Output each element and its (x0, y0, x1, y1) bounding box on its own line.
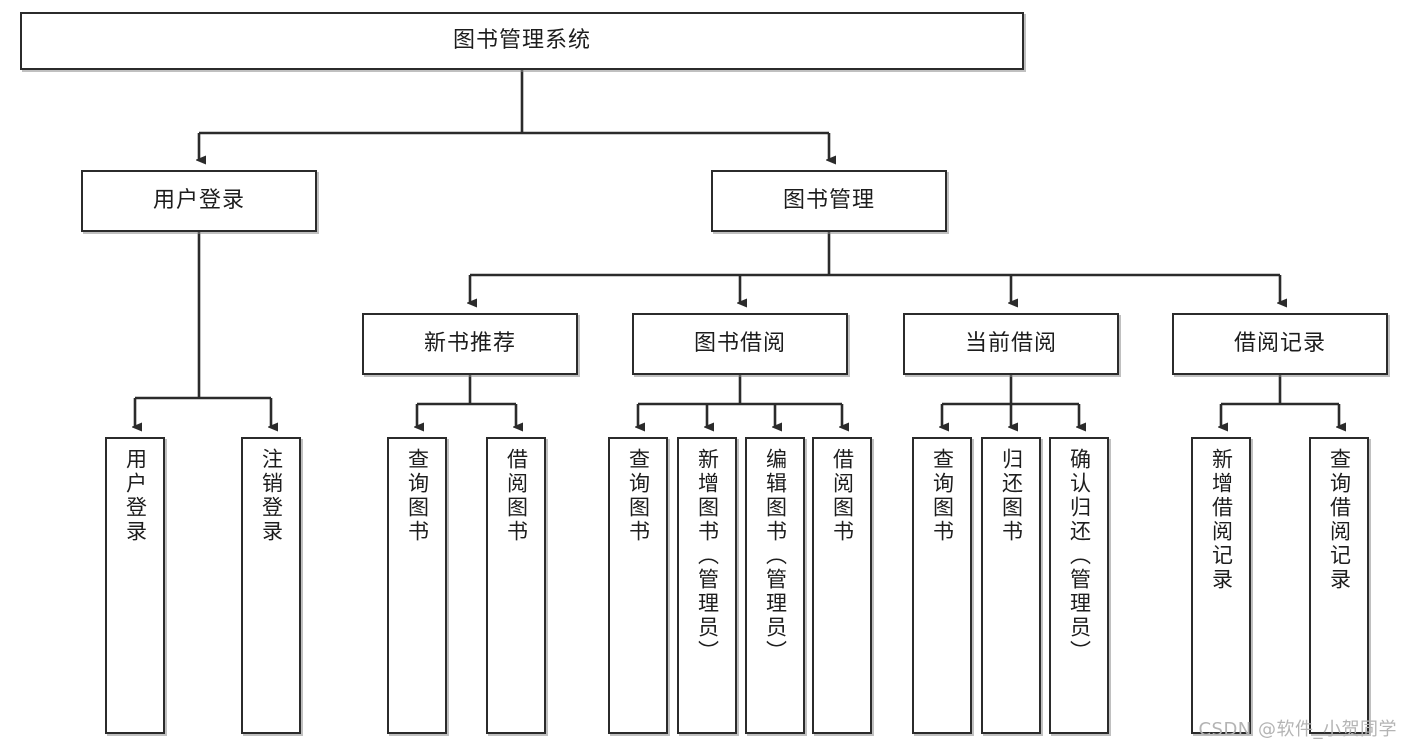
node-new-book-rec[interactable]: 新书推荐 (362, 313, 578, 375)
leaf-query-book-b-label: 查询图书 (626, 448, 651, 544)
leaf-query-record-label: 查询借阅记录 (1327, 448, 1352, 592)
node-new-book-rec-label: 新书推荐 (423, 331, 516, 357)
node-borrow-record-label: 借阅记录 (1233, 331, 1326, 357)
node-borrow-record[interactable]: 借阅记录 (1172, 313, 1388, 375)
leaf-add-book-label: 新增图书（管理员） (695, 448, 720, 664)
leaf-edit-book-label: 编辑图书（管理员） (763, 448, 788, 664)
leaf-confirm-return-label: 确认归还（管理员） (1067, 448, 1092, 664)
node-book-manage-label: 图书管理 (782, 188, 875, 214)
leaf-query-book-c[interactable]: 查询图书 (912, 437, 972, 734)
node-current-borrow[interactable]: 当前借阅 (903, 313, 1119, 375)
leaf-return-book[interactable]: 归还图书 (981, 437, 1041, 734)
node-user-login-label: 用户登录 (152, 188, 245, 214)
node-book-borrow[interactable]: 图书借阅 (632, 313, 848, 375)
leaf-edit-book[interactable]: 编辑图书（管理员） (745, 437, 805, 734)
leaf-add-record[interactable]: 新增借阅记录 (1191, 437, 1251, 734)
leaf-user-login-label: 用户登录 (123, 448, 148, 544)
node-root-label: 图书管理系统 (452, 28, 591, 54)
node-book-manage[interactable]: 图书管理 (711, 170, 947, 232)
leaf-borrow-book-a[interactable]: 借阅图书 (486, 437, 546, 734)
leaf-logout-label: 注销登录 (259, 448, 284, 544)
leaf-confirm-return[interactable]: 确认归还（管理员） (1049, 437, 1109, 734)
node-book-borrow-label: 图书借阅 (693, 331, 786, 357)
node-current-borrow-label: 当前借阅 (964, 331, 1057, 357)
leaf-query-book-a[interactable]: 查询图书 (387, 437, 447, 734)
leaf-query-book-a-label: 查询图书 (405, 448, 430, 544)
leaf-query-record[interactable]: 查询借阅记录 (1309, 437, 1369, 734)
node-user-login[interactable]: 用户登录 (81, 170, 317, 232)
leaf-return-book-label: 归还图书 (999, 448, 1024, 544)
leaf-add-book[interactable]: 新增图书（管理员） (677, 437, 737, 734)
leaf-query-book-b[interactable]: 查询图书 (608, 437, 668, 734)
node-root[interactable]: 图书管理系统 (20, 12, 1024, 70)
leaf-query-book-c-label: 查询图书 (930, 448, 955, 544)
leaf-logout[interactable]: 注销登录 (241, 437, 301, 734)
leaf-user-login[interactable]: 用户登录 (105, 437, 165, 734)
leaf-borrow-book-b-label: 借阅图书 (830, 448, 855, 544)
leaf-borrow-book-b[interactable]: 借阅图书 (812, 437, 872, 734)
leaf-borrow-book-a-label: 借阅图书 (504, 448, 529, 544)
leaf-add-record-label: 新增借阅记录 (1209, 448, 1234, 592)
